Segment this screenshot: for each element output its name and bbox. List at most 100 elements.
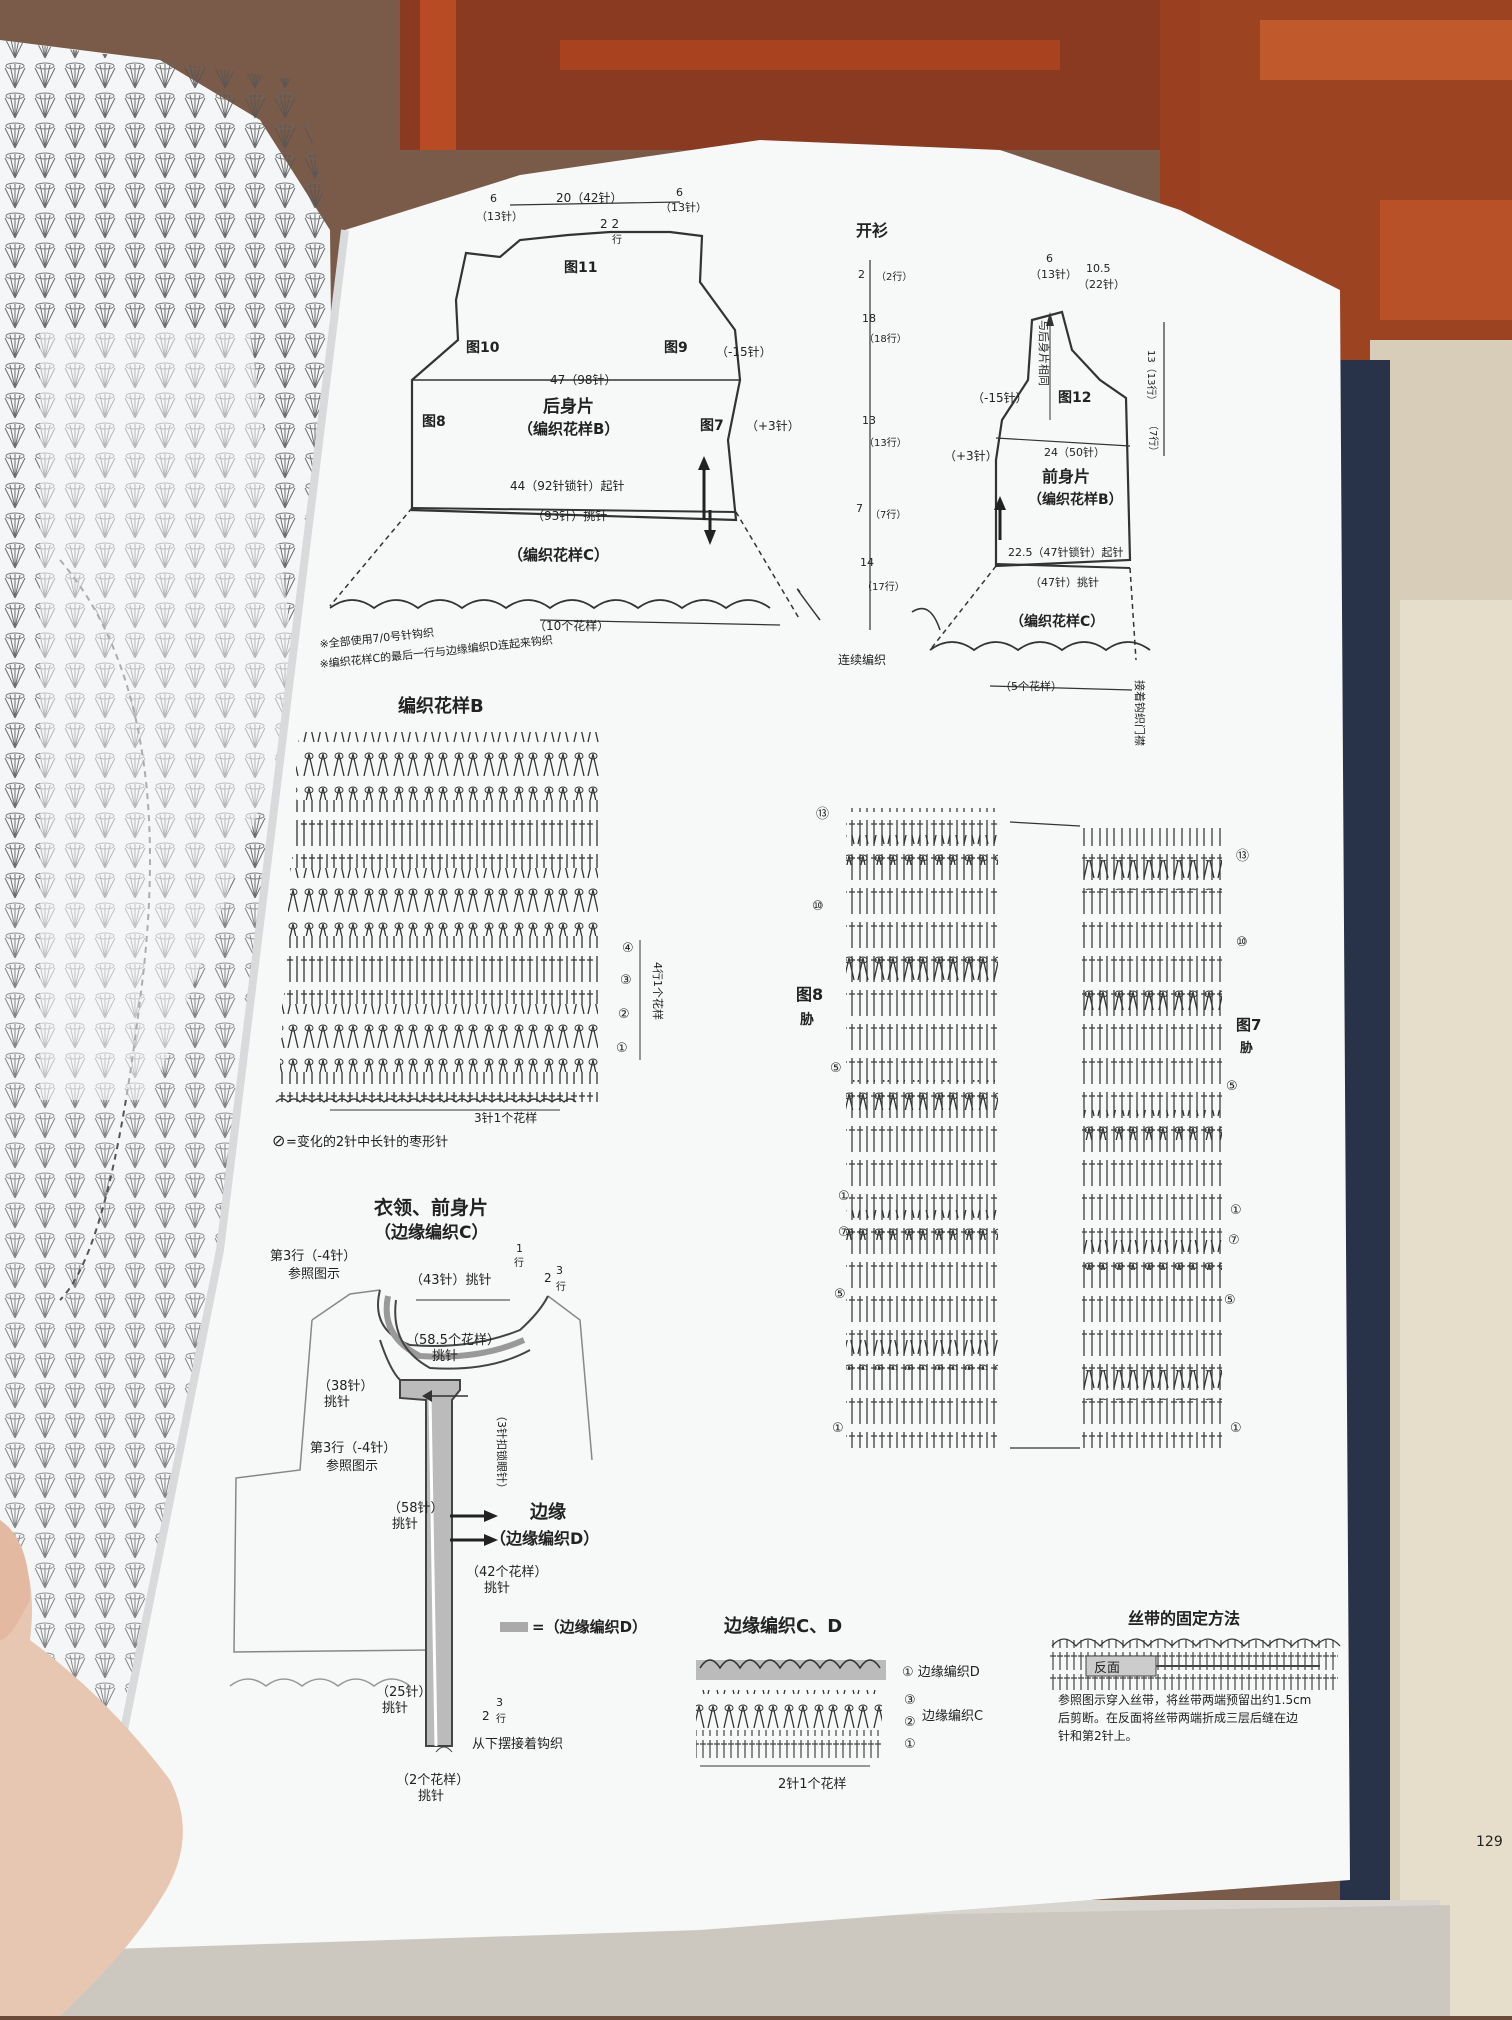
front-right-scale: 13（13行） (1145, 350, 1158, 405)
fig8-mark-7: ⑦ (838, 1225, 850, 1240)
front-same-as-back: 与后身片相同 (1037, 320, 1051, 386)
collar-pick25b: 挑针 (382, 1701, 408, 1716)
collar-pick42: （42个花样） (466, 1564, 548, 1580)
bobble-icon: ⊘ (272, 1131, 285, 1150)
fig8-mark-13: ⑬ (816, 807, 829, 822)
scale-v4: 7 (856, 502, 863, 515)
back-cast-on: 44（92针锁针）起针 (510, 478, 625, 493)
fig8-mark-1b: ① (832, 1421, 844, 1436)
edging-c-label: 边缘编织C (922, 1709, 983, 1724)
back-chest: 47（98针） (550, 372, 617, 387)
front-dec: （-15针） (972, 390, 1028, 405)
fig7-mark-1b: ① (1230, 1421, 1242, 1436)
front-cast-on: 22.5（47针锁针）起针 (1008, 545, 1124, 559)
fig7-mark-5b: ⑤ (1224, 1293, 1236, 1308)
back-fig9: 图9 (664, 340, 688, 356)
collar-ref-top2: 参照图示 (288, 1266, 340, 1282)
collar-pick585b: 挑针 (432, 1349, 458, 1364)
ribbon-diagram (1050, 1638, 1341, 1690)
fig8-mark-5b: ⑤ (834, 1287, 846, 1302)
edging-cd-title: 边缘编织C、D (723, 1615, 842, 1637)
edging-d-label: ① 边缘编织D (902, 1665, 980, 1680)
collar-row-bottom3: 3 (496, 1696, 503, 1709)
right-page (80, 140, 1350, 1950)
fig7-sub: 胁 (1240, 1041, 1253, 1056)
front-chest: 24（50针） (1044, 445, 1105, 459)
fig7-mark-5: ⑤ (1226, 1079, 1238, 1094)
fig8-mark-10: ⑩ (812, 899, 824, 914)
front-neck-st: （22针） (1078, 277, 1125, 291)
edging-mark-2: ② (904, 1715, 916, 1730)
join-label: 连续编织 (838, 652, 886, 667)
pattern-b-row-2: ② (618, 1007, 630, 1022)
back-shoulder-left: 6 (490, 192, 497, 205)
back-body-diagram (329, 201, 821, 626)
back-shoulder-right-st: （13针） (660, 200, 707, 214)
collar-row23-unit: 行 (556, 1280, 566, 1293)
scale-v5-unit: （17行） (862, 580, 905, 593)
edging-mark-1: ① (904, 1737, 916, 1752)
collar-legend: =（边缘编织D） (532, 1618, 647, 1636)
side-chart-fig7 (1082, 828, 1222, 1448)
ribbon-title: 丝带的固定方法 (1128, 1609, 1240, 1628)
fig8-mark-5: ⑤ (830, 1061, 842, 1076)
collar-row-bottom-unit: 行 (496, 1712, 506, 1725)
collar-pick38b: 挑针 (324, 1395, 350, 1410)
back-skirt-pattern: （编织花样C） (508, 546, 609, 564)
scale-v2-unit: （18行） (864, 332, 907, 345)
back-body-label: 后身片 (543, 396, 594, 417)
front-shoulder: 6 (1046, 252, 1053, 265)
front-right-scale2: （7行） (1147, 420, 1160, 456)
ribbon-text-1: 参照图示穿入丝带，将丝带两端预留出约1.5cm (1058, 1692, 1311, 1707)
side-chart-fig8 (846, 808, 1081, 1449)
collar-subtitle: （边缘编织C） (374, 1222, 488, 1243)
edging-cd-chart (696, 1659, 886, 1767)
front-inc: （+3针） (944, 448, 998, 463)
ribbon-reverse: 反面 (1094, 1661, 1120, 1676)
collar-ref-mid: 第3行（-4针） (310, 1441, 396, 1456)
collar-pick58: （58针） (388, 1501, 444, 1516)
collar-pick25: （25针） (376, 1685, 432, 1700)
back-fig11: 图11 (564, 260, 597, 276)
collar-buttonhole: （3针扣锁眼针） (495, 1410, 509, 1494)
back-shoulder-left-st: （13针） (476, 209, 523, 223)
pattern-b-row-3: ③ (620, 973, 632, 988)
edging-repeat: 2针1个花样 (778, 1776, 847, 1792)
front-button-note: 接着钩织门襟 (1133, 680, 1147, 746)
pattern-b-repeat: 3针1个花样 (474, 1110, 537, 1125)
edging-mark-3: ③ (904, 1693, 916, 1708)
collar-row23: 2 (544, 1271, 552, 1285)
edge-d-swatch (500, 1622, 528, 1632)
scale-v3-unit: （13行） (864, 436, 907, 449)
back-shoulder-right: 6 (676, 186, 683, 199)
back-fig7: 图7 (700, 418, 724, 434)
pattern-b-rows-label: 4行1个花样 (651, 962, 665, 1020)
collar-ref-top: 第3行（-4针） (270, 1249, 356, 1264)
back-inc-right: （+3针） (746, 418, 800, 433)
back-neck-rise-unit: 行 (612, 233, 622, 246)
fig7-mark-7: ⑦ (1228, 1233, 1240, 1248)
pattern-b-legend: =变化的2针中长针的枣形针 (286, 1134, 448, 1150)
fig8-mark-1: ① (838, 1189, 850, 1204)
scale-v3: 13 (862, 414, 876, 427)
front-body-label: 前身片 (1042, 467, 1090, 486)
back-neck-rise: 2 2 (600, 217, 619, 231)
collar-diagram (229, 1289, 593, 1753)
fig7-mark-1: ① (1230, 1203, 1242, 1218)
fig8-label: 图8 (796, 985, 823, 1004)
pattern-b-chart (275, 732, 641, 1111)
collar-ref-mid2: 参照图示 (326, 1458, 378, 1474)
collar-row-bottom: 2 (482, 1709, 490, 1723)
page-number: 129 (1476, 1834, 1503, 1850)
collar-pick43: （43针）挑针 (410, 1273, 492, 1288)
fig7-mark-13: ⑬ (1236, 849, 1249, 864)
back-fig8: 图8 (422, 414, 446, 430)
collar-row1-unit: 行 (514, 1256, 524, 1269)
fig7-mark-10: ⑩ (1236, 935, 1248, 950)
cardigan-title: 开衫 (856, 221, 888, 240)
collar-row1: 1 (516, 1242, 523, 1255)
collar-from-hem: 从下摆接着钩织 (472, 1736, 563, 1752)
pattern-b-title: 编织花样B (398, 695, 484, 717)
